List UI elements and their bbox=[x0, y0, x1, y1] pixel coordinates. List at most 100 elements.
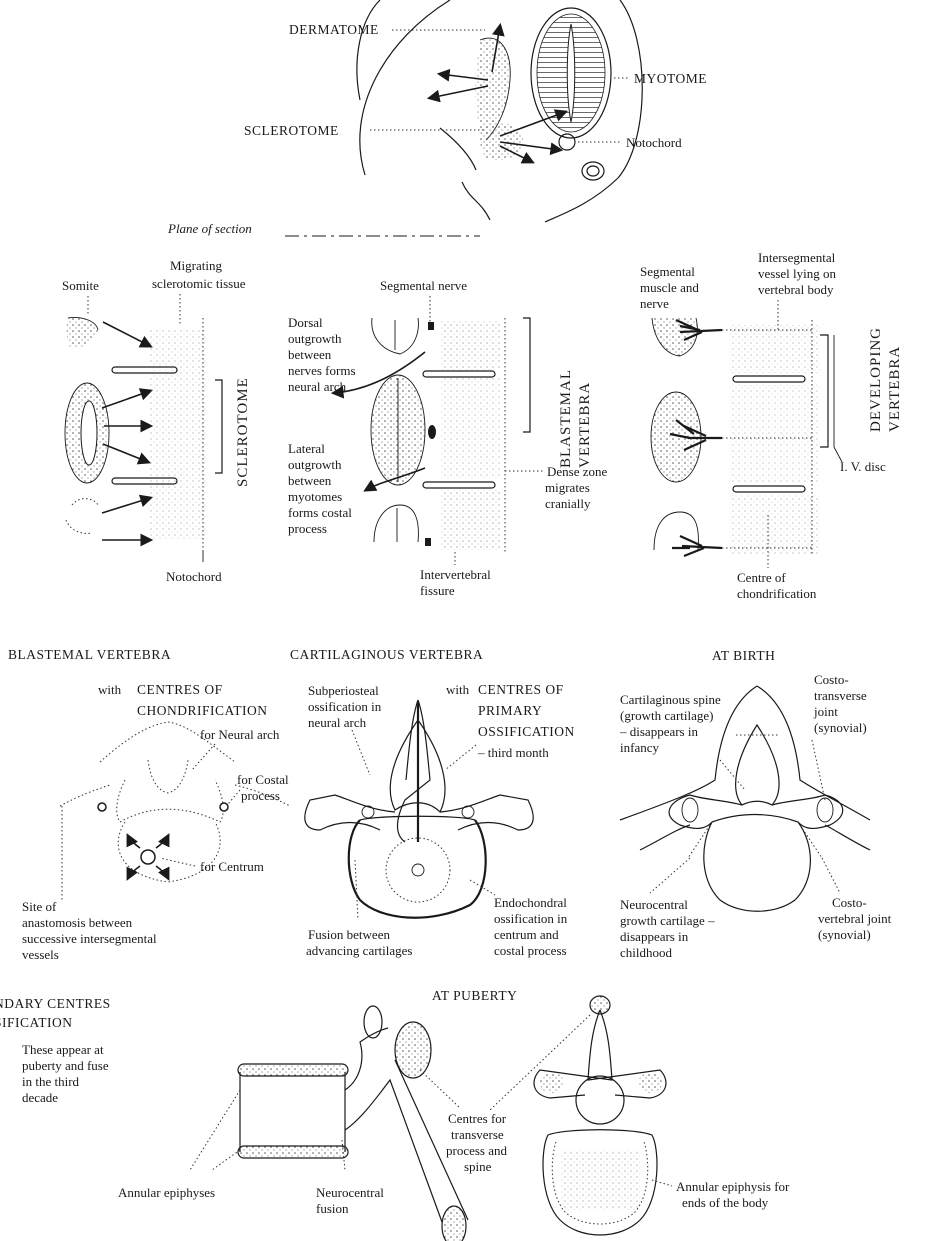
costo-vertebral-3: (synovial) bbox=[818, 927, 871, 942]
site-line-3: successive intersegmental bbox=[22, 931, 157, 946]
blastemal-centres-2: CHONDRIFICATION bbox=[137, 703, 268, 718]
plane-of-section-label: Plane of section bbox=[167, 221, 252, 236]
myotome-label: MYOTOME bbox=[634, 71, 707, 86]
blastemal-vertebra-panel: BLASTEMAL VERTEBRA with CENTRES OF CHOND… bbox=[8, 647, 290, 962]
centres-for-line-2: transverse bbox=[451, 1127, 504, 1142]
centres-for-line-4: spine bbox=[464, 1159, 492, 1174]
blastemal-with: with bbox=[98, 682, 122, 697]
primary-centres-1: CENTRES OF bbox=[478, 682, 564, 697]
spine-line-1: Cartilaginous spine bbox=[620, 692, 721, 707]
neurocentral-fusion-2: fusion bbox=[316, 1201, 349, 1216]
costal-label-2: process bbox=[241, 788, 280, 803]
third-month-label: – third month bbox=[477, 745, 549, 760]
interseg-line-1: Intersegmental bbox=[758, 250, 836, 265]
iv-disc-label: I. V. disc bbox=[840, 459, 886, 474]
costo-vertebral-2: vertebral joint bbox=[818, 911, 892, 926]
primary-centres-2: PRIMARY bbox=[478, 703, 542, 718]
developing-vertical-label-2: VERTEBRA bbox=[887, 346, 903, 432]
centre-of-line: Centre of bbox=[737, 570, 786, 585]
centres-for-line-3: process and bbox=[446, 1143, 508, 1158]
lateral-line-4: myotomes bbox=[288, 489, 342, 504]
seg-muscle-line-2: muscle and bbox=[640, 280, 699, 295]
endochondral-line-3: centrum and bbox=[494, 927, 559, 942]
chondrification-line: chondrification bbox=[737, 586, 817, 601]
dense-zone-line-1: Dense zone bbox=[547, 464, 608, 479]
interseg-line-3: vertebral body bbox=[758, 282, 834, 297]
at-birth-panel: AT BIRTH Cartilaginous spine (growth car… bbox=[619, 648, 892, 960]
endochondral-line-4: costal process bbox=[494, 943, 567, 958]
spine-line-4: infancy bbox=[620, 740, 659, 755]
intervertebral-line-2: fissure bbox=[420, 583, 455, 598]
costo-vertebral-1: Costo- bbox=[832, 895, 867, 910]
lateral-line-6: process bbox=[288, 521, 327, 536]
lateral-line-1: Lateral bbox=[288, 441, 325, 456]
costal-label-1: for Costal bbox=[237, 772, 289, 787]
site-line-4: vessels bbox=[22, 947, 59, 962]
lateral-line-5: forms costal bbox=[288, 505, 352, 520]
costo-transverse-3: joint bbox=[813, 704, 838, 719]
at-puberty-title: AT PUBERTY bbox=[432, 988, 517, 1003]
costo-transverse-2: transverse bbox=[814, 688, 867, 703]
dorsal-line-1: Dorsal bbox=[288, 315, 323, 330]
embryo-section: DERMATOME MYOTOME SCLEROTOME Notochord P… bbox=[167, 0, 707, 236]
sclerotome-vertical-label: SCLEROTOME bbox=[235, 377, 251, 487]
developing-stage: Segmental muscle and nerve Intersegmenta… bbox=[640, 250, 903, 601]
dorsal-line-3: between bbox=[288, 347, 332, 362]
stage1-notochord-label: Notochord bbox=[166, 569, 222, 584]
blastemal-vertical-label-2: VERTEBRA bbox=[577, 382, 593, 468]
migrating-label-2: sclerotomic tissue bbox=[152, 276, 246, 291]
primary-centres-3: OSSIFICATION bbox=[478, 724, 575, 739]
dorsal-line-4: nerves forms bbox=[288, 363, 356, 378]
neurocentral-line-3: disappears in bbox=[620, 929, 689, 944]
cartilaginous-vertebra-panel: CARTILAGINOUS VERTEBRA Subperiosteal oss… bbox=[290, 647, 575, 958]
dorsal-line-5: neural arch bbox=[288, 379, 347, 394]
notochord-label: Notochord bbox=[626, 135, 682, 150]
interseg-line-2: vessel lying on bbox=[758, 266, 836, 281]
developing-vertical-label-1: DEVELOPING bbox=[868, 327, 884, 432]
neurocentral-line-1: Neurocentral bbox=[620, 897, 688, 912]
blastemal-vertical-label-1: BLASTEMAL bbox=[558, 369, 574, 468]
annular-epiphyses-label: Annular epiphyses bbox=[118, 1185, 215, 1200]
dense-zone-line-2: migrates bbox=[545, 480, 590, 495]
subperiosteal-line-1: Subperiosteal bbox=[308, 683, 379, 698]
sclerotome-stage: Somite Migrating sclerotomic tissue SCLE… bbox=[62, 258, 251, 584]
neurocentral-line-4: childhood bbox=[620, 945, 672, 960]
blastemal-stage: Segmental nerve Dorsal outgrowth between… bbox=[288, 278, 608, 598]
intervertebral-line-1: Intervertebral bbox=[420, 567, 491, 582]
centres-for-line-1: Centres for bbox=[448, 1111, 507, 1126]
blastemal-vertebra-title: BLASTEMAL VERTEBRA bbox=[8, 647, 171, 662]
cartilaginous-vertebra-title: CARTILAGINOUS VERTEBRA bbox=[290, 647, 483, 662]
sclerotome-label: SCLEROTOME bbox=[244, 123, 339, 138]
annular-epiphysis-1: Annular epiphysis for bbox=[676, 1179, 790, 1194]
appear-line-3: in the third bbox=[22, 1074, 80, 1089]
site-line-1: Site of bbox=[22, 899, 57, 914]
neurocentral-line-2: growth cartilage – bbox=[620, 913, 715, 928]
annular-epiphysis-2: ends of the body bbox=[682, 1195, 769, 1210]
neurocentral-fusion-1: Neurocentral bbox=[316, 1185, 384, 1200]
at-puberty-panel: NDARY CENTRES SIFICATION AT PUBERTY Thes… bbox=[0, 988, 790, 1241]
endochondral-line-2: ossification in bbox=[494, 911, 568, 926]
spine-line-2: (growth cartilage) bbox=[620, 708, 713, 723]
at-birth-title: AT BIRTH bbox=[712, 648, 775, 663]
fusion-line-1: Fusion between bbox=[308, 927, 390, 942]
secondary-centres-1: NDARY CENTRES bbox=[0, 996, 111, 1011]
spine-line-3: – disappears in bbox=[619, 724, 698, 739]
endochondral-line-1: Endochondral bbox=[494, 895, 567, 910]
seg-muscle-line-1: Segmental bbox=[640, 264, 695, 279]
dorsal-line-2: outgrowth bbox=[288, 331, 342, 346]
cartilaginous-with: with bbox=[446, 682, 470, 697]
secondary-centres-2: SIFICATION bbox=[0, 1015, 73, 1030]
subperiosteal-line-2: ossification in bbox=[308, 699, 382, 714]
costo-transverse-4: (synovial) bbox=[814, 720, 867, 735]
appear-line-2: puberty and fuse bbox=[22, 1058, 109, 1073]
fusion-line-2: advancing cartilages bbox=[306, 943, 412, 958]
costo-transverse-1: Costo- bbox=[814, 672, 849, 687]
segmental-nerve-label: Segmental nerve bbox=[380, 278, 467, 293]
migrating-label-1: Migrating bbox=[170, 258, 222, 273]
dense-zone-line-3: cranially bbox=[545, 496, 591, 511]
lateral-line-2: outgrowth bbox=[288, 457, 342, 472]
site-line-2: anastomosis between bbox=[22, 915, 133, 930]
appear-line-1: These appear at bbox=[22, 1042, 104, 1057]
somite-label: Somite bbox=[62, 278, 99, 293]
